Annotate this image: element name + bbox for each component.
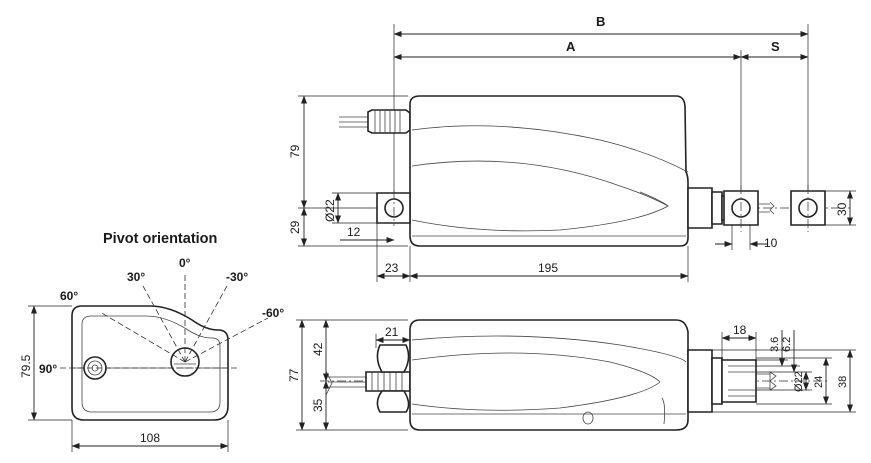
angle-neg30: -30°: [226, 270, 248, 284]
dim-d22-top-label: Ø22: [323, 199, 337, 222]
dim-79-label: 79: [288, 144, 302, 158]
dim-12-label: 12: [347, 225, 361, 239]
dim-77-label: 77: [287, 368, 301, 382]
end-housing: [71, 305, 229, 421]
dim-42-label: 42: [311, 342, 325, 356]
dim-35-label: 35: [311, 398, 325, 412]
end-view: [28, 272, 269, 452]
dim-3-6-label: 3.6: [769, 337, 781, 352]
dim-29-label: 29: [288, 220, 302, 234]
dim-38-label: 38: [837, 376, 849, 388]
rod-clevis: [721, 359, 757, 403]
dim-21-label: 21: [385, 325, 399, 339]
angle-90: 90°: [39, 362, 57, 376]
housing-side: [409, 319, 689, 431]
label-S: S: [771, 39, 780, 54]
angle-60: 60°: [60, 289, 78, 303]
dim-23-label: 23: [385, 261, 399, 275]
side-view: [296, 319, 856, 431]
dim-10-label: 10: [764, 236, 778, 250]
top-view: [298, 24, 856, 282]
dim-79-5-label: 79.5: [19, 354, 33, 378]
angle-0: 0°: [179, 256, 191, 270]
dim-6-2-label: 6.2: [781, 337, 793, 352]
dim-18-label: 18: [733, 323, 747, 337]
angle-neg60: -60°: [262, 306, 284, 320]
dim-30-label: 30: [835, 202, 849, 216]
label-B: B: [596, 14, 605, 29]
angle-30: 30°: [127, 270, 145, 284]
pivot-orientation-title: Pivot orientation: [103, 231, 217, 247]
label-A: A: [566, 39, 576, 54]
dim-24-label: 24: [813, 376, 825, 388]
dim-d22-side-label: Ø22: [793, 371, 805, 392]
housing-top: [409, 95, 689, 247]
dim-108-label: 108: [140, 431, 160, 445]
dim-195-label: 195: [538, 261, 558, 275]
